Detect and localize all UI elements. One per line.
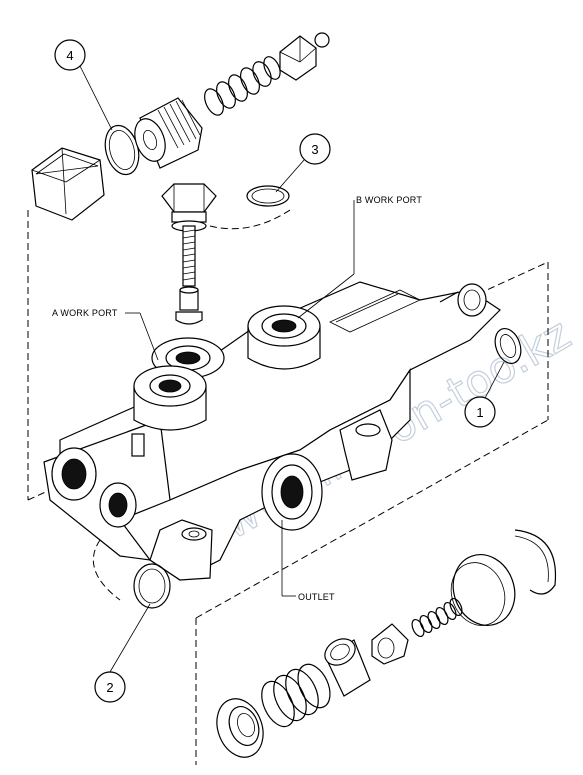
end-cap bbox=[452, 554, 516, 626]
b-work-port bbox=[247, 305, 321, 370]
leader-lines bbox=[79, 65, 505, 673]
o-ring-2 bbox=[92, 539, 171, 609]
threaded-plug bbox=[134, 97, 203, 169]
check-plug-assembly bbox=[161, 183, 291, 325]
small-spring bbox=[411, 597, 463, 638]
a-work-port bbox=[133, 337, 225, 431]
svg-text:2: 2 bbox=[106, 680, 113, 695]
large-spring bbox=[261, 663, 331, 728]
valve-body bbox=[43, 281, 501, 581]
callout-2: 2 bbox=[94, 671, 126, 703]
svg-text:3: 3 bbox=[311, 142, 318, 157]
svg-text:4: 4 bbox=[66, 48, 73, 63]
callout-1: 1 bbox=[464, 396, 496, 428]
snap-ring bbox=[514, 529, 557, 595]
hex-cap bbox=[31, 147, 105, 221]
relief-poppet bbox=[279, 32, 330, 81]
callout-4: 4 bbox=[54, 39, 86, 71]
callout-3: 3 bbox=[299, 133, 331, 165]
outlet-port bbox=[261, 453, 323, 531]
o-ring-3 bbox=[246, 185, 290, 207]
b-work-port-label: B WORK PORT bbox=[356, 195, 422, 205]
a-work-port-label: A WORK PORT bbox=[52, 308, 118, 318]
o-ring-1 bbox=[494, 327, 522, 365]
svg-text:1: 1 bbox=[476, 405, 483, 420]
check-valve-assembly bbox=[216, 529, 557, 758]
relief-spring bbox=[204, 56, 281, 116]
relief-valve-assembly bbox=[27, 32, 330, 500]
outlet-label: OUTLET bbox=[298, 592, 335, 602]
end-plug bbox=[216, 698, 264, 758]
